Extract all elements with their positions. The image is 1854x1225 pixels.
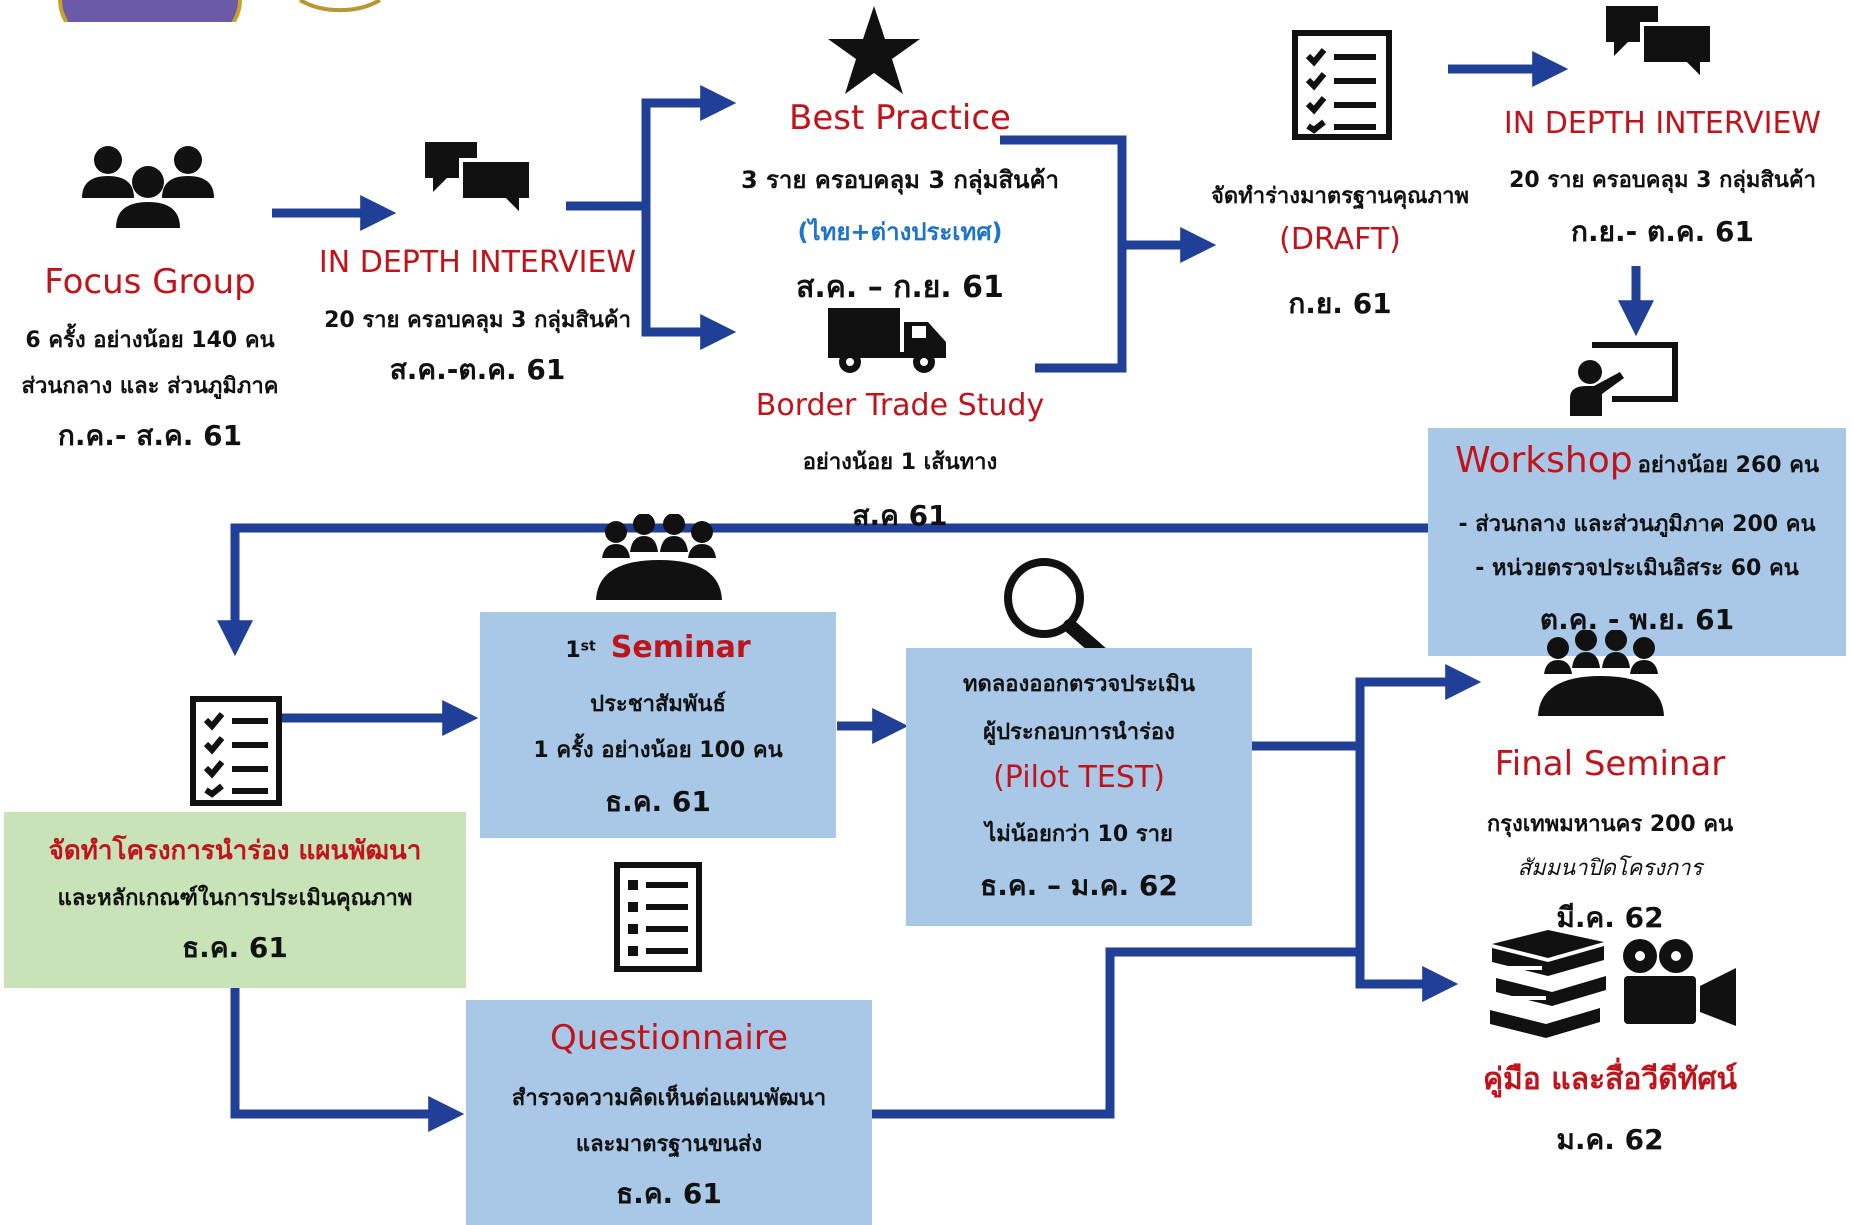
seminar1-sup: st xyxy=(580,638,596,655)
interview2-title: IN DEPTH INTERVIEW xyxy=(1503,106,1822,141)
final-seminar-line1: กรุงเทพมหานคร 200 คน xyxy=(1486,812,1734,837)
group-icon xyxy=(82,146,214,228)
seminar1-date: ธ.ค. 61 xyxy=(605,785,711,818)
border-trade-line1: อย่างน้อย 1 เส้นทาง xyxy=(802,450,998,475)
seminar1-line2: 1 ครั้ง อย่างน้อย 100 คน xyxy=(533,738,783,763)
final-seminar-date: มี.ค. 62 xyxy=(1556,901,1664,934)
video-camera-icon xyxy=(1623,939,1736,1026)
manual-title: คู่มือ และสื่อวีดีทัศน์ xyxy=(1482,1062,1738,1097)
pilot-plan-date: ธ.ค. 61 xyxy=(182,931,288,964)
final-seminar-title: Final Seminar xyxy=(1494,744,1726,784)
checklist-icon xyxy=(190,696,282,806)
best-practice-title: Best Practice xyxy=(789,98,1011,138)
pilot-plan-title: จัดทำโครงการนำร่อง แผนพัฒนา xyxy=(48,836,422,866)
pilot-test-line1: ทดลองออกตรวจประเมิน xyxy=(963,672,1195,697)
border-trade-title: Border Trade Study xyxy=(755,388,1045,423)
pilot-test-title: (Pilot TEST) xyxy=(993,760,1165,795)
workshop-box xyxy=(1428,428,1846,656)
star-icon xyxy=(828,6,920,94)
merge-bracket xyxy=(1000,135,1127,373)
chat-bubbles-icon xyxy=(425,142,533,218)
chat-bubbles-icon xyxy=(1606,6,1714,82)
arrow-workshop-to-pilot-plan xyxy=(217,523,1428,657)
interview1-line1: 20 ราย ครอบคลุม 3 กลุ่มสินค้า xyxy=(324,308,631,333)
presentation-icon xyxy=(1570,342,1678,416)
arrow-to-best-practice xyxy=(566,85,737,211)
best-practice-line1: 3 ราย ครอบคลุม 3 กลุ่มสินค้า xyxy=(740,166,1060,194)
pilot-test-line2: ผู้ประกอบการนำร่อง xyxy=(983,720,1175,745)
arrow-to-border-trade xyxy=(641,206,737,350)
logo-seals xyxy=(58,0,382,22)
workshop-title-suffix: อย่างน้อย 260 คน xyxy=(1637,453,1820,478)
pilot-test-date: ธ.ค. – ม.ค. 62 xyxy=(980,869,1178,902)
focus-group-date: ก.ค.- ส.ค. 61 xyxy=(57,419,243,452)
focus-group-line2: ส่วนกลาง และ ส่วนภูมิภาค xyxy=(21,374,279,399)
draft-title: (DRAFT) xyxy=(1279,222,1401,257)
books-icon xyxy=(1490,930,1606,1038)
workshop-line1: - ส่วนกลาง และส่วนภูมิภาค 200 คน xyxy=(1458,512,1816,537)
focus-group-line1: 6 ครั้ง อย่างน้อย 140 คน xyxy=(25,328,275,353)
pilot-test-line3: ไม่น้อยกว่า 10 ราย xyxy=(985,822,1173,847)
pilot-plan-line1: และหลักเกณฑ์ในการประเมินคุณภาพ xyxy=(57,886,413,911)
best-practice-date: ส.ค. – ก.ย. 61 xyxy=(796,270,1004,305)
border-trade-date: ส.ค 61 xyxy=(852,499,948,532)
arrow-plan-to-questionnaire xyxy=(230,988,465,1132)
questionnaire-date: ธ.ค. 61 xyxy=(616,1177,722,1210)
questionnaire-line2: และมาตรฐานขนส่ง xyxy=(575,1132,763,1157)
workshop-title: Workshop xyxy=(1454,440,1633,481)
workshop-line2: - หน่วยตรวจประเมินอิสระ 60 คน xyxy=(1475,556,1799,581)
seminar1-line1: ประชาสัมพันธ์ xyxy=(590,692,726,717)
questionnaire-box xyxy=(466,1000,872,1225)
meeting-icon xyxy=(596,514,722,600)
arrow-to-manual xyxy=(1355,746,1459,1002)
draft-line1: จัดทำร่างมาตรฐานคุณภาพ xyxy=(1211,184,1469,209)
list-icon xyxy=(614,862,702,972)
seminar1-heading: 1st Seminar xyxy=(480,630,836,665)
interview2-date: ก.ย.- ต.ค. 61 xyxy=(1571,215,1754,248)
interview2-line1: 20 ราย ครอบคลุม 3 กลุ่มสินค้า xyxy=(1509,168,1816,193)
meeting-icon xyxy=(1538,630,1664,716)
checklist-icon xyxy=(1292,30,1392,140)
pilot-plan-box xyxy=(4,812,466,988)
workshop-date: ต.ค. - พ.ย. 61 xyxy=(1539,603,1735,636)
truck-icon xyxy=(828,308,946,373)
focus-group-title: Focus Group xyxy=(44,262,256,302)
pilot-test-box xyxy=(906,648,1252,926)
seminar1-prefix: 1 xyxy=(565,638,581,663)
questionnaire-line1: สำรวจความคิดเห็นต่อแผนพัฒนา xyxy=(511,1086,827,1111)
draft-date: ก.ย. 61 xyxy=(1288,287,1392,320)
interview1-date: ส.ค.-ต.ค. 61 xyxy=(389,353,566,386)
best-practice-line2: (ไทย+ต่างประเทศ) xyxy=(797,218,1003,246)
arrow-to-final-seminar xyxy=(1238,664,1482,751)
seminar1-title: Seminar xyxy=(610,630,751,665)
final-seminar-line2: สัมมนาปิดโครงการ xyxy=(1517,856,1703,881)
workshop-heading: Workshop อย่างน้อย 260 คน xyxy=(1428,440,1846,482)
seminar1-box xyxy=(480,612,836,838)
manual-date: ม.ค. 62 xyxy=(1556,1123,1664,1156)
questionnaire-title: Questionnaire xyxy=(549,1018,789,1058)
interview1-title: IN DEPTH INTERVIEW xyxy=(318,245,637,280)
magnifier-icon xyxy=(1004,558,1109,660)
line-questionnaire-to-manual xyxy=(871,947,1356,1119)
